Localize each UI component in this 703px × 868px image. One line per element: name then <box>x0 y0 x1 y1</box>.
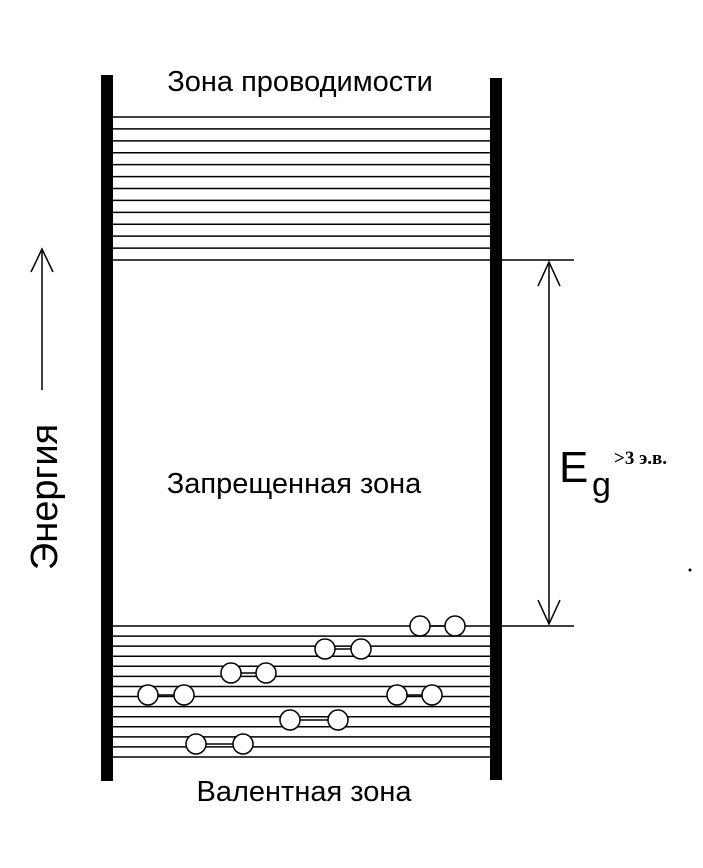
electron-circle <box>350 638 372 660</box>
energy-axis-label: Энергия <box>24 424 66 570</box>
electron-circle <box>314 638 336 660</box>
valence-band-label: Валентная зона <box>197 776 413 808</box>
stray-dot <box>688 568 692 572</box>
gap-value-label: >3 э.в. <box>614 448 667 469</box>
electron-circle <box>185 733 207 755</box>
electron-circle <box>279 709 301 731</box>
energy-axis-arrow <box>30 247 54 390</box>
electron-circle <box>220 662 242 684</box>
electron-pairs <box>137 615 466 755</box>
electron-circle <box>444 615 466 637</box>
gap-double-arrow <box>537 260 561 626</box>
gap-symbol-e: E <box>559 443 588 492</box>
electron-circle <box>255 662 277 684</box>
right-wall <box>490 78 502 780</box>
electron-pair <box>220 662 277 684</box>
electron-circle <box>232 733 254 755</box>
electron-circle <box>409 615 431 637</box>
electron-pair <box>185 733 254 755</box>
conduction-band-label: Зона проводимости <box>167 66 433 98</box>
electron-circle <box>421 684 443 706</box>
electron-pair <box>137 684 195 706</box>
electron-pair <box>386 684 443 706</box>
left-wall <box>101 75 113 781</box>
forbidden-band-label: Запрещенная зона <box>167 468 422 500</box>
electron-circle <box>173 684 195 706</box>
electron-pair <box>409 615 466 637</box>
electron-circle <box>137 684 159 706</box>
gap-symbol-g: g <box>592 466 611 504</box>
electron-circle <box>386 684 408 706</box>
electron-pair <box>314 638 372 660</box>
electron-pair <box>279 709 349 731</box>
conduction-band-levels <box>113 116 490 261</box>
electron-circle <box>327 709 349 731</box>
